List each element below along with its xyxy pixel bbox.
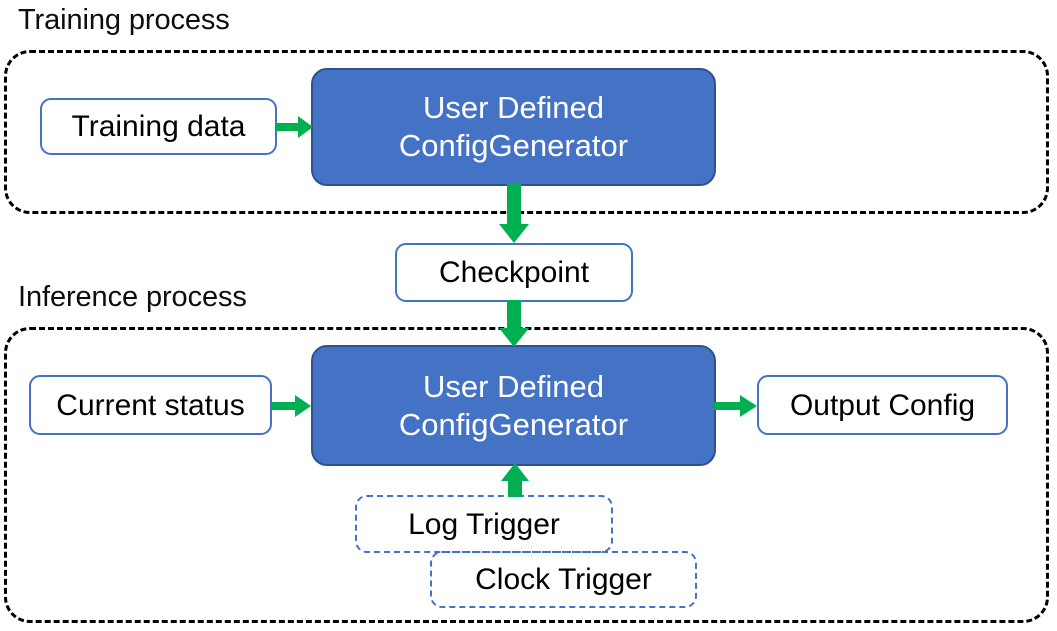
inference-node-line-1: User Defined [423,368,604,404]
clock-trigger-label: Clock Trigger [475,563,652,596]
training-node-line-1: User Defined [423,90,604,125]
training-config-generator-node[interactable]: User Defined ConfigGenerator [311,68,716,186]
output-config-box[interactable]: Output Config [757,375,1008,435]
clock-trigger-box[interactable]: Clock Trigger [430,551,697,608]
current-status-box[interactable]: Current status [29,375,272,435]
arrow-node-to-output-config [714,392,760,420]
arrow-training-data-to-node [276,113,316,141]
training-data-label: Training data [71,110,246,143]
arrow-training-node-to-checkpoint [497,184,531,246]
inference-node-line-2: ConfigGenerator [398,406,629,442]
arrow-current-status-to-node [272,392,314,420]
training-process-container [4,50,1049,214]
log-trigger-label: Log Trigger [408,507,560,541]
checkpoint-label: Checkpoint [438,256,590,289]
training-node-line-2: ConfigGenerator [398,128,629,163]
arrow-checkpoint-to-inference-node [497,300,531,350]
checkpoint-box[interactable]: Checkpoint [395,243,633,302]
training-process-caption: Training process [18,4,230,36]
inference-config-generator-node[interactable]: User Defined ConfigGenerator [311,345,716,466]
output-config-label: Output Config [789,388,976,422]
inference-process-caption: Inference process [18,281,247,313]
log-trigger-box[interactable]: Log Trigger [355,495,613,553]
arrow-log-trigger-to-node [499,463,531,499]
current-status-label: Current status [56,388,245,422]
training-data-box[interactable]: Training data [40,98,277,155]
